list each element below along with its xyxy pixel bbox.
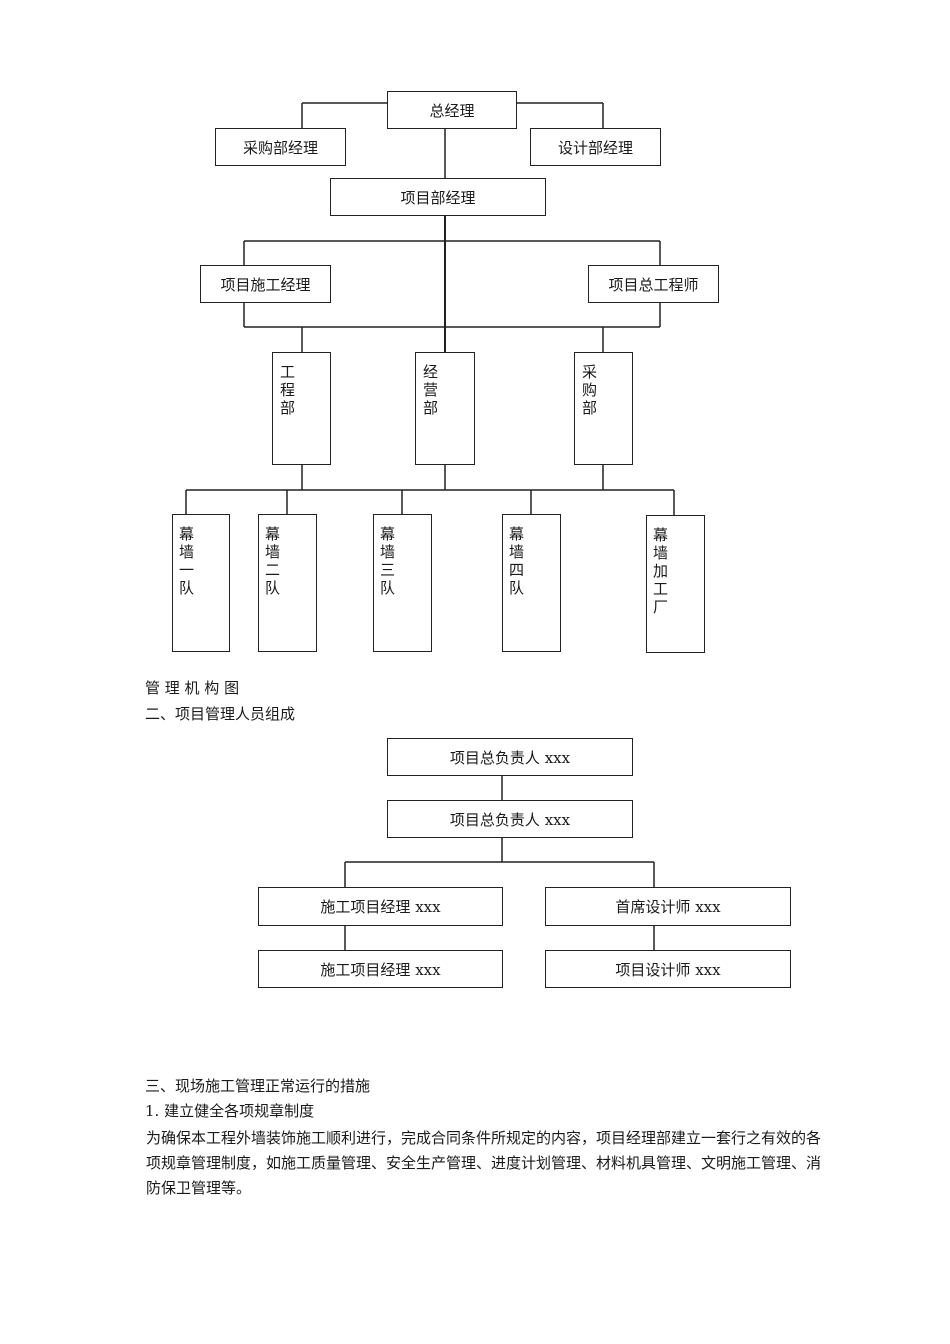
chart-caption: 管 理 机 构 图 [145,679,240,697]
project-dept-manager-box: 项目部经理 [330,178,546,216]
staff-label: 项目总负责人 xxx [449,748,571,767]
department-box-procurement: 采购部 [574,352,633,465]
team-label: 幕墙四队 [509,525,525,597]
staff-box-left-2: 施工项目经理 xxx [258,950,503,988]
staff-label: 项目设计师 xxx [615,960,721,979]
team-label: 幕墙二队 [265,525,281,597]
team-box-3: 幕墙三队 [373,514,432,652]
team-label: 幕墙加工厂 [653,526,669,616]
department-box-operations: 经营部 [415,352,475,465]
design-manager-box: 设计部经理 [530,128,661,166]
department-label: 经营部 [423,363,439,417]
department-label: 工程部 [280,363,296,417]
chief-engineer-box: 项目总工程师 [588,265,719,303]
staff-box-top-2: 项目总负责人 xxx [387,800,633,838]
design-manager-label: 设计部经理 [557,138,633,157]
construction-manager-box: 项目施工经理 [200,265,331,303]
section2-heading: 二、项目管理人员组成 [145,705,296,723]
general-manager-box: 总经理 [387,91,517,129]
team-box-1: 幕墙一队 [172,514,230,652]
procurement-manager-label: 采购部经理 [242,138,318,157]
section3-paragraph: 为确保本工程外墙装饰施工顺利进行，完成合同条件所规定的内容，项目经理部建立一套行… [146,1129,822,1197]
staff-box-right-2: 项目设计师 xxx [545,950,791,988]
staff-label: 施工项目经理 xxx [320,898,441,916]
project-dept-manager-label: 项目部经理 [400,188,476,207]
staff-label: 施工项目经理 xxx [320,960,441,979]
team-label: 幕墙一队 [179,525,195,597]
department-label: 采购部 [582,363,598,417]
staff-box-left-1: 施工项目经理 xxx [258,887,503,926]
staff-box-right-1: 首席设计师 xxx [545,887,791,926]
section3-subheading: 1. 建立健全各项规章制度 [145,1102,315,1120]
team-box-factory: 幕墙加工厂 [646,515,705,653]
team-box-4: 幕墙四队 [502,514,561,652]
construction-manager-label: 项目施工经理 [220,275,311,294]
general-manager-label: 总经理 [429,101,475,120]
staff-box-top-1: 项目总负责人 xxx [387,738,633,776]
team-label: 幕墙三队 [380,525,396,597]
staff-label: 项目总负责人 xxx [449,810,571,829]
section3-heading: 三、现场施工管理正常运行的措施 [145,1077,371,1095]
procurement-manager-box: 采购部经理 [215,128,346,166]
staff-label: 首席设计师 xxx [615,898,721,916]
chief-engineer-label: 项目总工程师 [608,275,699,294]
team-box-2: 幕墙二队 [258,514,317,652]
department-box-engineering: 工程部 [272,352,331,465]
